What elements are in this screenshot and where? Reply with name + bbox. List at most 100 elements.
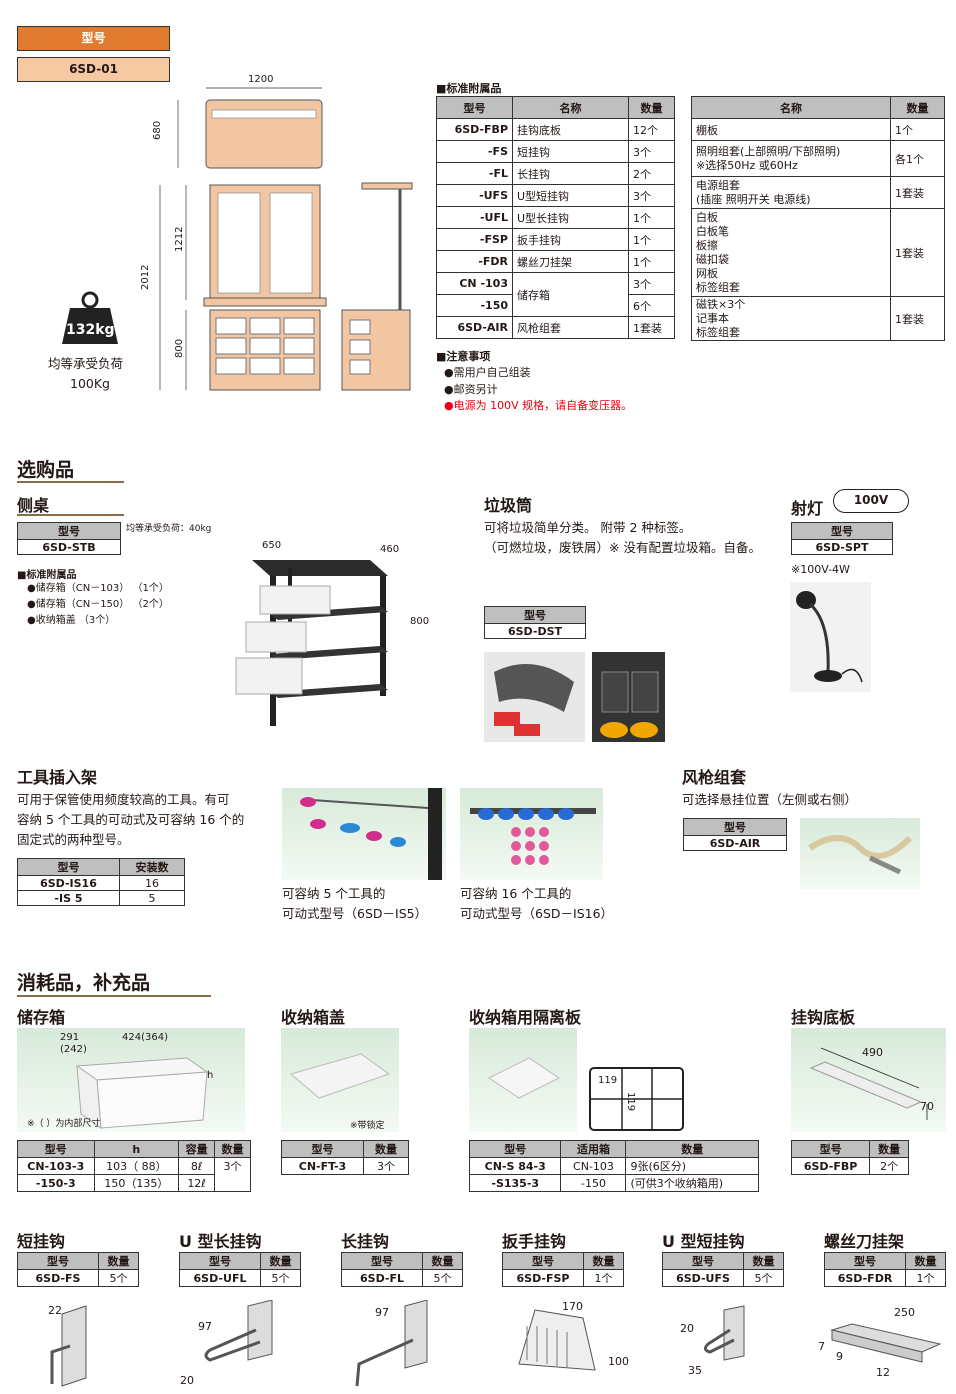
tool-rack-photo-2 [460, 788, 603, 880]
spot-note: ※100V-4W [791, 563, 850, 576]
note-1: ●需用户自己组装 [444, 366, 531, 379]
hook-title-fs: 短挂钩 [17, 1232, 66, 1251]
screwdriver-rack-d2: 7 [818, 1340, 825, 1353]
divider-diagram [589, 1067, 684, 1131]
u-short-hook-drawing [703, 1305, 745, 1361]
note-2: ●邮资另计 [444, 383, 498, 396]
hookbase-title: 挂钩底板 [791, 1008, 856, 1027]
notes-title: ■注意事项 [436, 350, 491, 363]
side-desk-acc-list: ●储存箱（CN－103） （1个） ●储存箱（CN－150） （2个） ●收纳箱… [27, 583, 169, 626]
long-hook-drawing [355, 1300, 428, 1387]
u-short-hook-d1: 20 [680, 1322, 694, 1335]
storage-h: h [207, 1070, 214, 1081]
u-long-hook-drawing [204, 1300, 273, 1362]
divider-d2: 119 [625, 1092, 636, 1112]
storage-d1b: (242) [60, 1044, 87, 1055]
spot-voltage-badge: 100V [833, 489, 909, 513]
side-desk-acc-title: ■标准附属品 [17, 570, 77, 581]
storage-d1: 291 [60, 1032, 80, 1043]
trash-photo-1 [484, 652, 585, 742]
weight-icon [62, 291, 118, 344]
tool-rack-cap1-1: 可容纳 5 个工具的 [282, 886, 386, 901]
trash-desc-2: （可燃垃圾，废铁屑）※ 没有配置垃圾箱。自备。 [484, 540, 761, 555]
side-desk-load: 均等承受负荷：40kg [126, 524, 212, 534]
dim-lower: 800 [174, 338, 185, 358]
tool-rack-cap1-2: 可动式型号（6SD－IS5） [282, 906, 428, 921]
hook-title-ufs: U 型短挂钩 [662, 1232, 745, 1251]
long-hook-d1: 97 [375, 1306, 389, 1319]
storage-title: 储存箱 [17, 1008, 66, 1027]
divider-d1: 119 [598, 1075, 618, 1086]
wrench-hook-d1: 170 [562, 1300, 583, 1313]
u-long-hook-d2: 20 [180, 1374, 194, 1387]
hookbase-d2: 70 [920, 1100, 934, 1113]
tool-rack-desc-3: 固定式的两种型号。 [17, 832, 130, 847]
side-desk-image [235, 560, 388, 726]
tool-rack-desc-1: 可用于保管使用频度较高的工具。有可 [17, 792, 230, 807]
side-desk-d3: 800 [410, 616, 430, 627]
air-photo [800, 818, 920, 889]
u-short-hook-d2: 35 [688, 1364, 702, 1377]
weight-badge: 132kg [66, 322, 115, 338]
model-label: 型号 [17, 26, 170, 51]
side-desk-d1: 650 [262, 540, 282, 551]
short-hook-d1: 22 [48, 1304, 62, 1317]
side-desk-d2: 460 [380, 544, 400, 555]
model-value: 6SD-01 [17, 57, 170, 82]
table-row: 电源组套 (插座 照明开关 电源线)1套装 [691, 176, 945, 209]
storage-image [17, 1028, 245, 1132]
hook-title-fl: 长挂钩 [341, 1232, 390, 1251]
hook-title-fdr: 螺丝刀挂架 [824, 1232, 905, 1251]
wrench-hook-d2: 100 [608, 1355, 629, 1368]
wrench-hook-drawing [518, 1309, 596, 1371]
hookbase-d1: 490 [862, 1046, 883, 1059]
dim-width: 1200 [248, 74, 274, 85]
screwdriver-rack-d3: 9 [836, 1350, 843, 1363]
spot-title: 射灯 [791, 499, 824, 518]
hook-title-ufl: U 型长挂钩 [179, 1232, 262, 1251]
consumables-title: 消耗品，补充品 [17, 972, 151, 994]
trash-photo-2 [592, 652, 665, 742]
screwdriver-rack-d4: 12 [876, 1366, 890, 1379]
tool-rack-title: 工具插入架 [17, 768, 98, 787]
storage-note: ※（ ）为内部尺寸 [27, 1119, 101, 1129]
u-long-hook-d1: 97 [198, 1320, 212, 1333]
lid-image [281, 1028, 399, 1132]
short-hook-drawing [50, 1305, 87, 1387]
weight-label: 均等承受负荷 [48, 356, 124, 371]
air-title: 风枪组套 [682, 768, 747, 787]
note-3: ●电源为 100V 规格，请自备变压器。 [444, 399, 633, 412]
screwdriver-rack-d1: 250 [894, 1306, 915, 1319]
options-title: 选购品 [17, 459, 75, 481]
